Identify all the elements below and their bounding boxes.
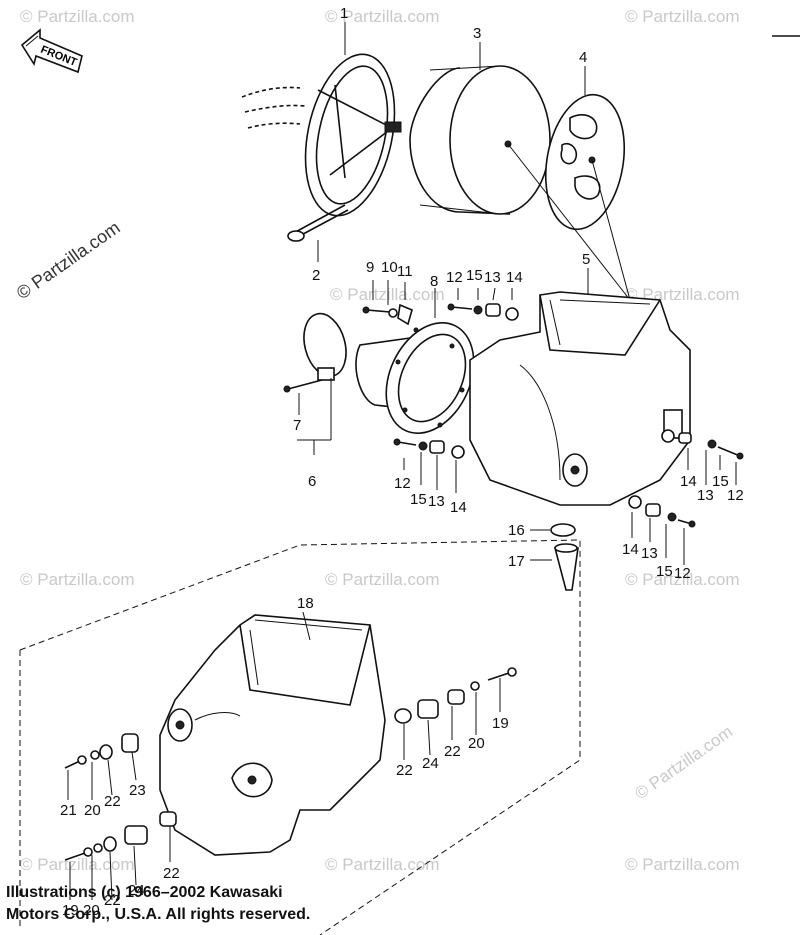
callout-1: 1 bbox=[340, 5, 348, 22]
hardware-right bbox=[628, 429, 744, 528]
callout-13: 13 bbox=[484, 269, 501, 286]
callout-12: 12 bbox=[727, 487, 744, 504]
leader-lines-top bbox=[317, 22, 631, 301]
callout-22: 22 bbox=[396, 762, 413, 779]
callout-2: 2 bbox=[312, 267, 320, 284]
hardware-mid bbox=[393, 438, 465, 459]
front-arrow-icon: FRONT bbox=[20, 28, 83, 74]
callout-20: 20 bbox=[84, 802, 101, 819]
leader-lines-bottom bbox=[67, 611, 501, 901]
callout-13: 13 bbox=[428, 493, 445, 510]
callout-15: 15 bbox=[466, 267, 483, 284]
callout-11: 11 bbox=[397, 263, 413, 280]
callout-14: 14 bbox=[622, 541, 639, 558]
callout-22: 22 bbox=[444, 743, 461, 760]
callout-15: 15 bbox=[712, 473, 729, 490]
callout-18: 18 bbox=[297, 595, 314, 612]
callout-15: 15 bbox=[410, 491, 427, 508]
drain-parts bbox=[550, 523, 579, 591]
callout-16: 16 bbox=[508, 522, 525, 539]
copyright-line-2: Motors Corp., U.S.A. All rights reserved… bbox=[6, 906, 311, 923]
watermark: © Partzilla.com bbox=[631, 722, 736, 803]
leader-lines-mid bbox=[297, 280, 737, 565]
watermark: © Partzilla.com bbox=[20, 855, 135, 874]
hardware-top bbox=[447, 303, 519, 321]
watermark: © Partzilla.com bbox=[13, 217, 124, 303]
hardware-lower-left bbox=[64, 733, 177, 861]
callout-10: 10 bbox=[381, 259, 398, 276]
intake-boot bbox=[355, 321, 475, 435]
air-cleaner-frame bbox=[241, 53, 402, 217]
kit-outline bbox=[19, 539, 581, 935]
callout-13: 13 bbox=[697, 487, 714, 504]
watermark: © Partzilla.com bbox=[625, 855, 740, 874]
callout-14: 14 bbox=[680, 473, 697, 490]
callout-12: 12 bbox=[394, 475, 411, 492]
callout-19: 19 bbox=[62, 902, 79, 919]
callout-23: 23 bbox=[129, 782, 146, 799]
callout-22: 22 bbox=[104, 793, 121, 810]
callout-14: 14 bbox=[506, 269, 523, 286]
hardware-9-11 bbox=[362, 303, 413, 326]
callout-17: 17 bbox=[508, 553, 525, 570]
callout-20: 20 bbox=[468, 735, 485, 752]
callout-20: 20 bbox=[83, 902, 100, 919]
watermark: © Partzilla.com bbox=[330, 285, 445, 304]
cleaner-plate bbox=[544, 93, 626, 231]
callout-15: 15 bbox=[656, 563, 673, 580]
callout-8: 8 bbox=[430, 273, 438, 290]
watermark: © Partzilla.com bbox=[325, 570, 440, 589]
copyright-line-1: Illustrations (c) 1966–2002 Kawasaki bbox=[6, 884, 283, 901]
callout-9: 9 bbox=[366, 259, 374, 276]
callout-14: 14 bbox=[450, 499, 467, 516]
callout-3: 3 bbox=[473, 25, 481, 42]
callout-24: 24 bbox=[422, 755, 439, 772]
callout-21: 21 bbox=[60, 802, 77, 819]
clip-part bbox=[287, 204, 349, 242]
callout-24: 24 bbox=[128, 882, 145, 899]
watermark: © Partzilla.com bbox=[325, 855, 440, 874]
hardware-lower-right bbox=[394, 667, 517, 724]
callout-22: 22 bbox=[163, 865, 180, 882]
hose-clamp bbox=[283, 312, 347, 393]
lower-air-box bbox=[159, 614, 386, 856]
callout-19: 19 bbox=[492, 715, 509, 732]
watermark: © Partzilla.com bbox=[625, 7, 740, 26]
callout-12: 12 bbox=[674, 565, 691, 582]
callout-13: 13 bbox=[641, 545, 658, 562]
callout-7: 7 bbox=[293, 417, 301, 434]
watermark: © Partzilla.com bbox=[20, 7, 135, 26]
watermark: © Partzilla.com bbox=[325, 7, 440, 26]
watermark: © Partzilla.com bbox=[625, 570, 740, 589]
callout-4: 4 bbox=[579, 49, 587, 66]
callout-6: 6 bbox=[308, 473, 316, 490]
callout-22: 22 bbox=[104, 892, 121, 909]
air-box bbox=[469, 291, 691, 506]
callout-5: 5 bbox=[582, 251, 590, 268]
watermark: © Partzilla.com bbox=[20, 570, 135, 589]
air-filter-element bbox=[409, 65, 551, 215]
callout-12: 12 bbox=[446, 269, 463, 286]
